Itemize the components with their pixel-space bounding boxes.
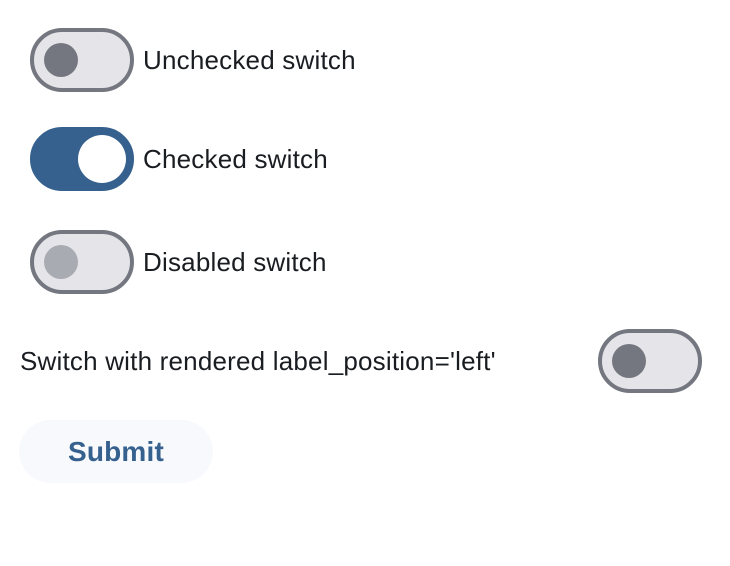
- disabled-switch-toggle: [30, 230, 134, 294]
- switch-thumb: [612, 344, 646, 378]
- switch-row-disabled: Disabled switch: [0, 230, 730, 294]
- disabled-switch-label: Disabled switch: [143, 247, 327, 277]
- label-left-switch-toggle[interactable]: [598, 329, 702, 393]
- submit-button[interactable]: Submit: [19, 420, 213, 483]
- label-left-switch-label[interactable]: Switch with rendered label_position='lef…: [20, 346, 496, 376]
- switch-thumb: [78, 135, 126, 183]
- switch-row-checked: Checked switch: [0, 127, 730, 191]
- checked-switch-label[interactable]: Checked switch: [143, 144, 328, 174]
- unchecked-switch-toggle[interactable]: [30, 28, 134, 92]
- checked-switch-toggle[interactable]: [30, 127, 134, 191]
- switch-thumb: [44, 43, 78, 77]
- unchecked-switch-label[interactable]: Unchecked switch: [143, 45, 356, 75]
- switch-row-label-left: Switch with rendered label_position='lef…: [0, 329, 730, 393]
- switch-row-unchecked: Unchecked switch: [0, 28, 730, 92]
- switch-thumb: [44, 245, 78, 279]
